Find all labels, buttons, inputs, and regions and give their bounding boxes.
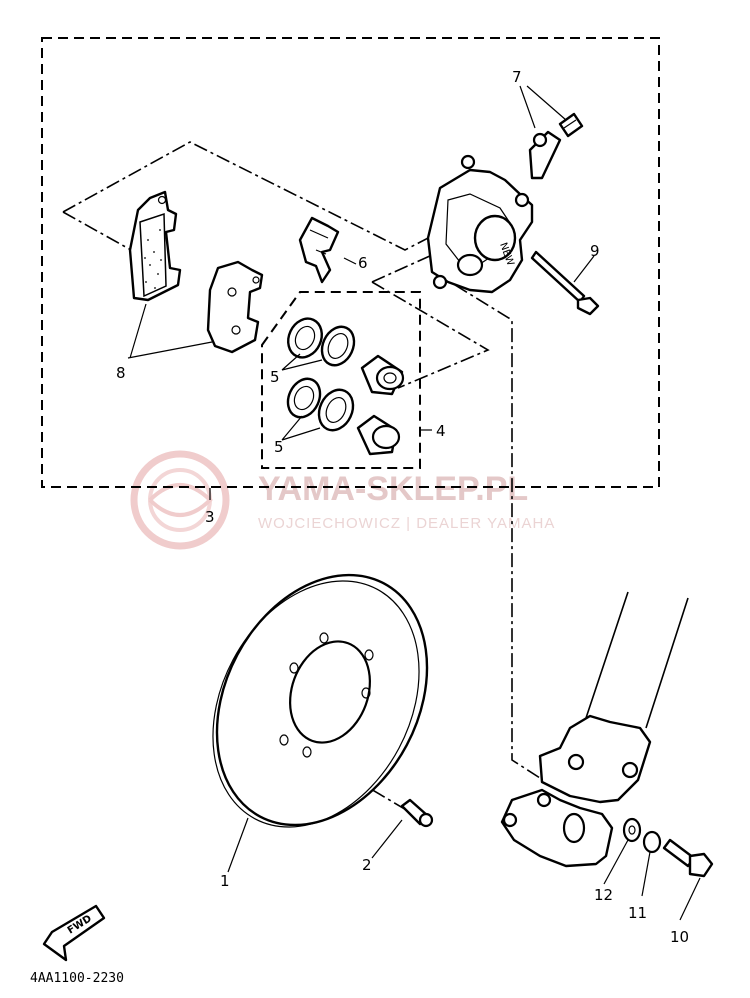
callout-5b: 5 — [274, 438, 284, 456]
piston-reference-line — [371, 254, 490, 389]
callout-11: 11 — [628, 904, 647, 922]
callout-10: 10 — [670, 928, 689, 946]
bleed-screw — [528, 112, 584, 180]
brake-disc — [212, 573, 429, 828]
caliper-assembly-boundary — [41, 37, 660, 488]
callout-9: 9 — [590, 242, 600, 260]
drawing-code: 4AA1100-2230 — [30, 971, 124, 986]
watermark: YAMA-SKLEP.PL WOJCIECHOWICZ | DEALER YAM… — [130, 450, 555, 550]
front-fork — [500, 591, 689, 868]
mount-hardware — [622, 817, 714, 878]
callout-7: 7 — [512, 68, 522, 86]
fwd-arrow-icon: FWD — [42, 904, 106, 962]
disc-screw — [400, 798, 434, 828]
mount-reference-line — [454, 284, 541, 779]
seal-kit-boundary — [261, 291, 421, 469]
callout-5a: 5 — [270, 368, 280, 386]
caliper-body: NEW — [426, 154, 534, 294]
caliper-bolt — [530, 250, 600, 316]
watermark-dealer: WOJCIECHOWICZ | DEALER YAMAHA — [258, 515, 555, 532]
callout-3: 3 — [205, 508, 215, 526]
pad-spring — [298, 216, 340, 284]
callout-1: 1 — [220, 872, 230, 890]
piston-seal-set — [286, 317, 356, 432]
caliper-pistons — [356, 354, 405, 456]
brake-pad-front — [128, 190, 182, 302]
callout-4: 4 — [436, 422, 446, 440]
callout-6: 6 — [358, 254, 368, 272]
pad-reference-line — [62, 141, 433, 251]
pad-reference-line-2 — [62, 211, 141, 256]
watermark-brand: YAMA-SKLEP.PL — [258, 470, 528, 508]
watermark-logo — [130, 450, 230, 550]
callout-12: 12 — [594, 886, 613, 904]
callout-8: 8 — [116, 364, 126, 382]
leader-lines — [127, 85, 701, 921]
callout-2: 2 — [362, 856, 372, 874]
callouts: 1 2 3 4 5 5 6 7 8 9 10 11 12 — [116, 68, 689, 946]
brake-pad-rear — [206, 260, 264, 354]
